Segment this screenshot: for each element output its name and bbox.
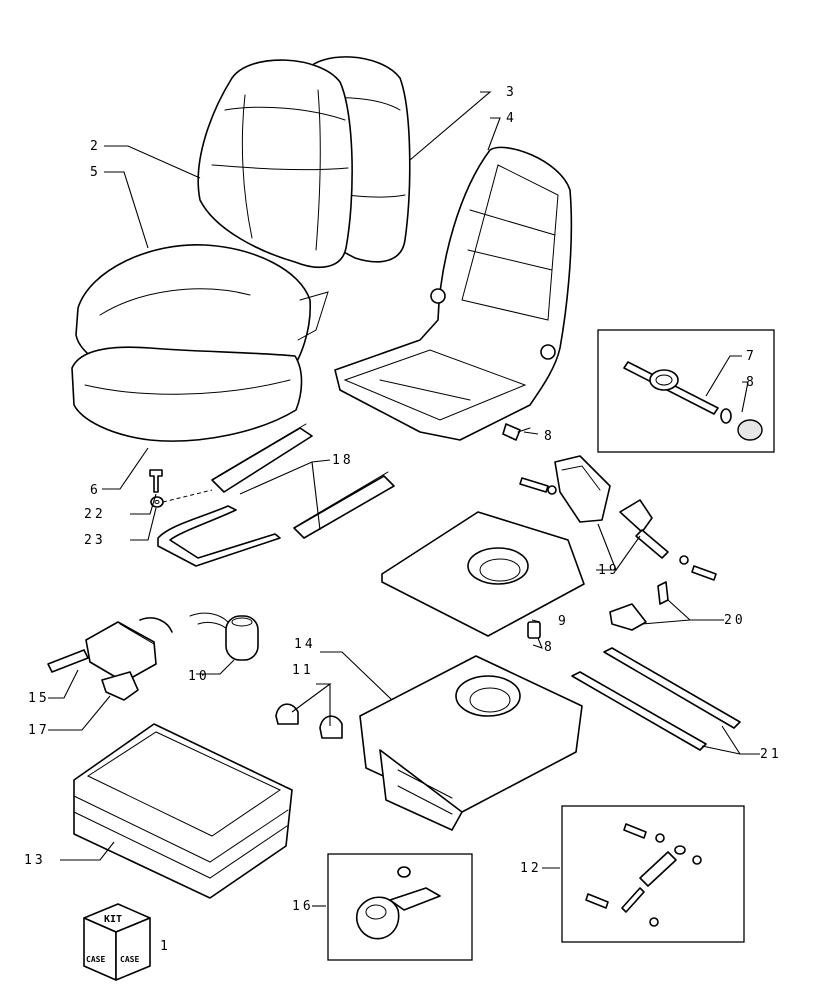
callout-2: 2 — [90, 139, 101, 154]
callout-8-knob: 8 — [746, 375, 757, 390]
callout-21: 21 — [760, 747, 782, 762]
callout-8-plug: 8 — [544, 429, 555, 444]
bolt — [149, 469, 163, 493]
alignment-line — [162, 489, 213, 503]
end-stop-left — [275, 703, 299, 725]
kit-side-label-left: CASE — [86, 955, 105, 964]
plug-upper — [502, 423, 531, 441]
support-bracket — [609, 581, 669, 631]
callout-7: 7 — [746, 349, 757, 364]
lever-bolt-right — [679, 555, 717, 581]
plug-lower — [527, 621, 541, 639]
callout-6: 6 — [90, 483, 101, 498]
levelling-strip-lower — [571, 671, 707, 751]
callout-14: 14 — [294, 637, 316, 652]
callout-9: 9 — [558, 614, 569, 629]
valve-assembly — [47, 617, 173, 683]
callout-18: 18 — [332, 453, 354, 468]
callout-11: 11 — [292, 663, 314, 678]
adjustment-knob — [720, 408, 763, 441]
leader-lines — [48, 91, 760, 907]
suspension-unit — [359, 655, 583, 831]
seat-frame — [334, 146, 573, 441]
kit-package: KIT CASE CASE — [83, 903, 151, 981]
actuator-detail-box — [327, 853, 473, 961]
callout-19: 19 — [598, 563, 620, 578]
callout-5: 5 — [90, 165, 101, 180]
bellows-cover — [73, 723, 293, 899]
kit-label: KIT — [104, 914, 122, 925]
callout-1: 1 — [160, 939, 171, 954]
adjustment-shaft — [623, 361, 719, 415]
callout-13: 13 — [24, 853, 46, 868]
callout-12: 12 — [520, 861, 542, 876]
backrest-lever-right — [619, 499, 669, 559]
seat-switch — [189, 612, 259, 661]
kit-side-label-right: CASE — [120, 955, 139, 964]
seat-back-cushion-front — [197, 59, 353, 269]
callout-10: 10 — [188, 669, 210, 684]
lever-bolt-left — [519, 477, 557, 495]
callout-3: 3 — [506, 85, 517, 100]
swivel-top-plate — [381, 511, 585, 637]
shock-absorber — [585, 823, 702, 927]
callout-22: 22 — [84, 507, 106, 522]
callout-17: 17 — [28, 723, 50, 738]
callout-4: 4 — [506, 111, 517, 126]
callout-16: 16 — [292, 899, 314, 914]
backrest-lever-left — [554, 455, 611, 523]
callout-8-lower: 8 — [544, 640, 555, 655]
knob-detail-box — [597, 329, 775, 453]
callout-20: 20 — [724, 613, 746, 628]
seat-cushion-lower — [71, 346, 303, 442]
callout-23: 23 — [84, 533, 106, 548]
shock-absorber-detail-box — [561, 805, 745, 943]
valve-clip — [101, 671, 139, 701]
callout-15: 15 — [28, 691, 50, 706]
end-stop-right — [319, 715, 343, 739]
callout-labels: 1 2 3 4 5 6 7 8 8 8 9 10 11 12 13 14 15 … — [24, 85, 782, 954]
levelling-strip-upper — [603, 647, 741, 729]
height-actuator — [356, 866, 441, 940]
